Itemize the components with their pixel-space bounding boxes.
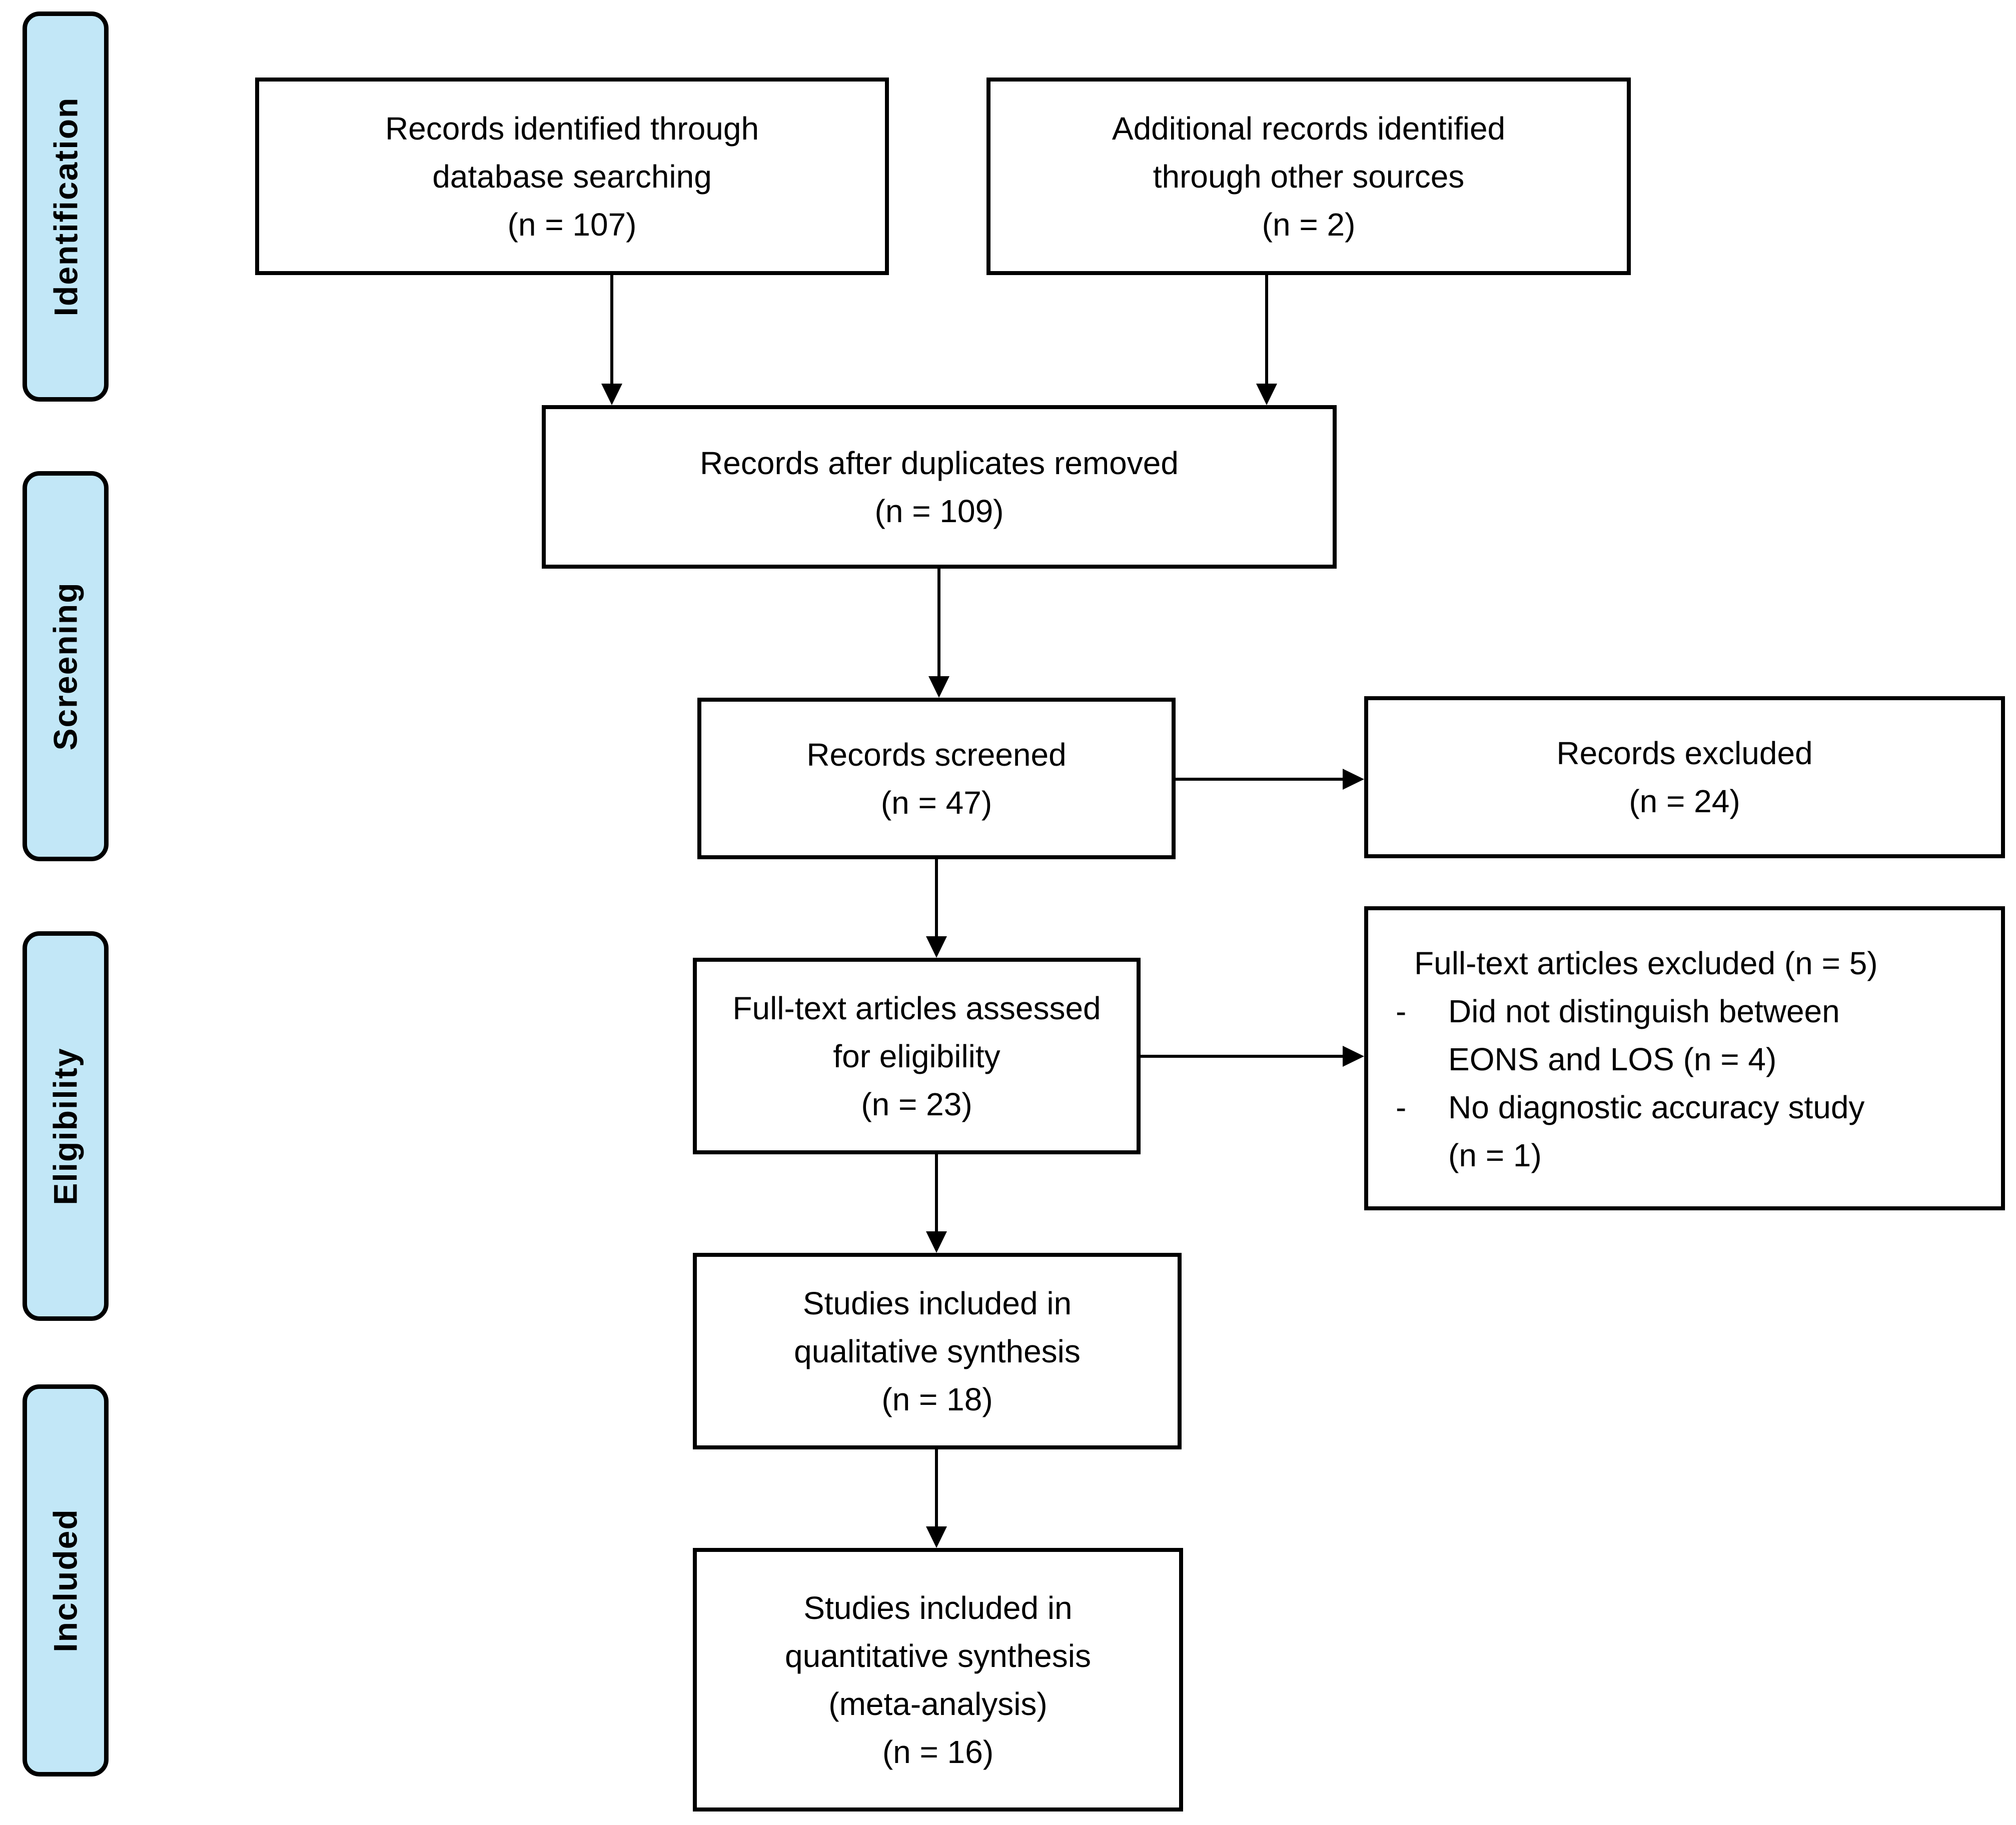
arrow-qualitative-to-quantitative	[926, 1449, 947, 1548]
box-line: database searching	[432, 158, 712, 195]
box-records-screened: Records screened (n = 47)	[697, 698, 1176, 859]
arrow-head	[1343, 1046, 1364, 1067]
stage-eligibility: Eligibility	[23, 931, 109, 1321]
box-line: Full-text articles assessed	[732, 990, 1101, 1026]
box-line: Records screened	[806, 736, 1067, 773]
arrow-screened-to-fulltext	[926, 859, 947, 958]
exclusion-reason-text: No diagnostic accuracy study (n = 1)	[1448, 1089, 1865, 1173]
box-line: Studies included in	[802, 1285, 1072, 1321]
box-qualitative-synthesis: Studies included in qualitative synthesi…	[693, 1253, 1182, 1449]
arrow-shaft	[935, 859, 938, 936]
box-line: Records identified through	[385, 110, 759, 147]
box-line: qualitative synthesis	[794, 1333, 1081, 1369]
box-quantitative-synthesis: Studies included in quantitative synthes…	[693, 1548, 1183, 1811]
arrow-shaft	[935, 1154, 938, 1231]
bullet-dash: -	[1396, 993, 1407, 1029]
arrow-head	[1256, 384, 1277, 405]
box-records-excluded: Records excluded (n = 24)	[1364, 696, 2005, 858]
arrow-shaft	[935, 1449, 938, 1526]
arrow-shaft	[1176, 778, 1343, 781]
box-line: (meta-analysis)	[828, 1685, 1048, 1722]
box-records-identified-database: Records identified through database sear…	[255, 78, 889, 275]
stage-screening: Screening	[23, 471, 109, 861]
stage-eligibility-label: Eligibility	[47, 1047, 85, 1205]
exclusion-reason: - No diagnostic accuracy study (n = 1)	[1368, 1083, 2001, 1179]
arrow-shaft	[1141, 1055, 1343, 1058]
stage-included-label: Included	[47, 1508, 85, 1652]
box-line: Studies included in	[803, 1589, 1073, 1626]
stage-identification-label: Identification	[47, 97, 85, 317]
stage-included: Included	[23, 1384, 109, 1776]
stage-identification: Identification	[23, 12, 109, 402]
box-additional-records-other-sources: Additional records identified through ot…	[986, 78, 1631, 275]
exclusion-reason-text: Did not distinguish between EONS and LOS…	[1448, 993, 1840, 1077]
arrow-head	[926, 1231, 947, 1253]
arrow-database-to-duplicates	[601, 275, 622, 405]
arrow-head	[1343, 769, 1364, 790]
box-line: (n = 2)	[1262, 206, 1356, 243]
bullet-dash: -	[1396, 1089, 1407, 1125]
box-line: (n = 23)	[861, 1086, 972, 1122]
box-line: quantitative synthesis	[785, 1637, 1091, 1674]
arrow-shaft	[937, 569, 940, 676]
arrow-shaft	[610, 275, 613, 384]
box-line: (n = 107)	[507, 206, 637, 243]
box-fulltext-assessed: Full-text articles assessed for eligibil…	[693, 958, 1141, 1154]
box-line: through other sources	[1153, 158, 1465, 195]
box-records-after-duplicates: Records after duplicates removed (n = 10…	[542, 405, 1337, 569]
box-line: Records excluded	[1556, 735, 1813, 771]
arrow-head	[926, 1526, 947, 1548]
arrow-duplicates-to-screened	[928, 569, 949, 698]
box-line: (n = 24)	[1629, 783, 1740, 819]
arrow-fulltext-to-excluded	[1141, 1046, 1364, 1067]
arrow-other-sources-to-duplicates	[1256, 275, 1277, 405]
box-line: Additional records identified	[1112, 110, 1506, 147]
exclusion-reason: - Did not distinguish between EONS and L…	[1368, 987, 2001, 1083]
arrow-fulltext-to-qualitative	[926, 1154, 947, 1253]
arrow-head	[926, 936, 947, 958]
arrow-head	[601, 384, 622, 405]
box-line: (n = 109)	[874, 493, 1004, 529]
arrow-shaft	[1265, 275, 1268, 384]
box-fulltext-excluded: Full-text articles excluded (n = 5) - Di…	[1364, 906, 2005, 1210]
stage-screening-label: Screening	[47, 582, 85, 751]
box-line: (n = 16)	[882, 1733, 994, 1770]
fulltext-excluded-title: Full-text articles excluded (n = 5)	[1414, 945, 1878, 981]
arrow-head	[928, 676, 949, 698]
box-line: for eligibility	[833, 1038, 1000, 1074]
arrow-screened-to-excluded	[1176, 769, 1364, 790]
box-line: Records after duplicates removed	[700, 445, 1179, 481]
box-line: (n = 47)	[880, 784, 992, 821]
box-line: (n = 18)	[881, 1381, 993, 1417]
